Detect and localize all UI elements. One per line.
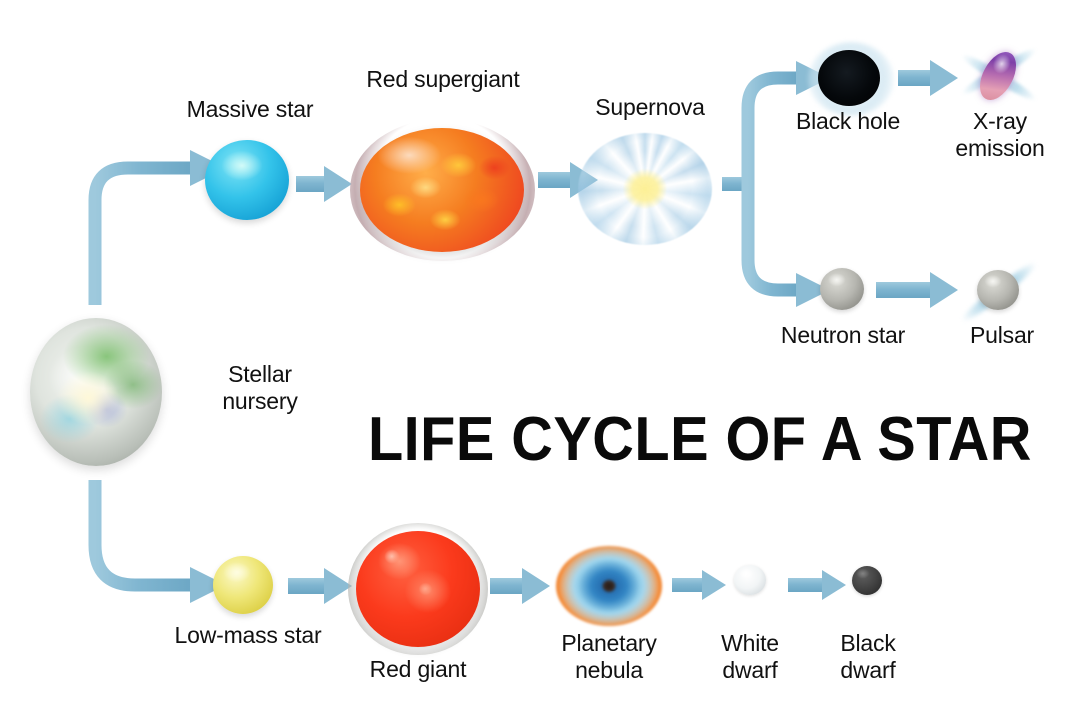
black-hole-object	[818, 50, 880, 106]
edge-black-hole-to-x-ray-emission	[898, 60, 958, 96]
neutron-star-object	[820, 268, 864, 310]
edge-nursery-to-low-mass-star	[88, 480, 226, 603]
edge-massive-star-to-red-supergiant	[296, 166, 352, 202]
edge-red-giant-to-planetary-nebula	[490, 568, 550, 604]
edge-neutron-star-to-pulsar	[876, 272, 958, 308]
red-supergiant-label: Red supergiant	[366, 66, 520, 92]
red-giant-label: Red giant	[369, 656, 467, 682]
edge-supernova-branch-stem	[722, 177, 754, 191]
stellar-nursery-object	[30, 318, 162, 466]
neutron-star-label: Neutron star	[780, 322, 906, 348]
x-ray-emission-label: X-ray emission	[955, 108, 1045, 161]
massive-star-object	[205, 140, 289, 220]
red-supergiant-object	[360, 128, 524, 252]
edge-low-mass-star-to-red-giant	[288, 568, 352, 604]
edge-supernova-to-neutron-star	[741, 184, 830, 307]
page-title: LIFE CYCLE OF A STAR	[368, 405, 1032, 474]
planetary-nebula-label: Planetary nebula	[561, 630, 657, 683]
black-dwarf-label: Black dwarf	[840, 630, 896, 683]
white-dwarf-object	[734, 565, 766, 595]
pulsar-label: Pulsar	[970, 322, 1034, 348]
planetary-nebula-object	[556, 546, 662, 626]
pulsar-core	[977, 270, 1019, 310]
edge-planetary-nebula-to-white-dwarf	[672, 570, 726, 600]
edge-white-dwarf-to-black-dwarf	[788, 570, 846, 600]
stellar-nursery-label: Stellar nursery	[222, 361, 298, 414]
supernova-label: Supernova	[595, 94, 705, 120]
black-dwarf-object	[852, 566, 882, 595]
red-giant-object	[356, 531, 480, 647]
low-mass-star-label: Low-mass star	[174, 622, 322, 648]
low-mass-star-object	[213, 556, 273, 614]
x-ray-emission-object	[952, 44, 1044, 106]
supernova-object	[578, 133, 712, 245]
massive-star-label: Massive star	[186, 96, 314, 122]
pulsar-object	[950, 248, 1048, 334]
white-dwarf-label: White dwarf	[721, 630, 779, 683]
black-hole-label: Black hole	[795, 108, 901, 134]
